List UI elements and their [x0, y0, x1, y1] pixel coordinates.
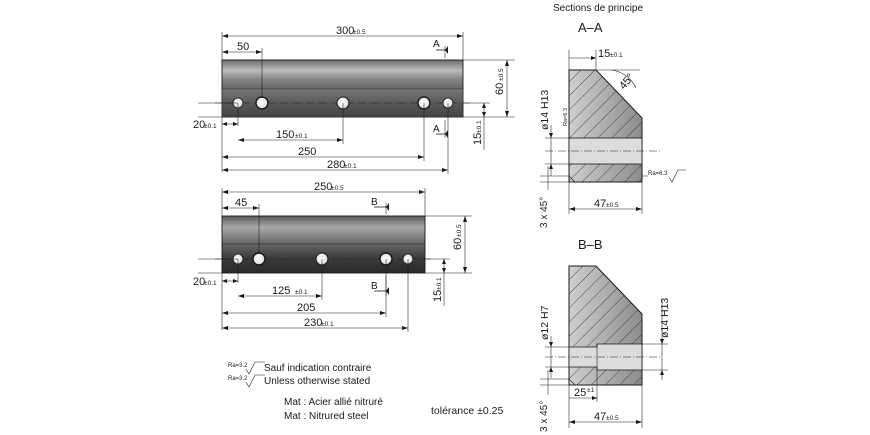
note-line-1: Sauf indication contraire	[264, 363, 372, 374]
bottom-tol-60: ±0.5	[456, 224, 463, 237]
ra-symbol-2-label: Ra=3.2	[228, 376, 248, 382]
bottom-tol-125: ±0.1	[295, 289, 308, 296]
bottom-dim-45: 45	[235, 197, 247, 209]
bottom-dim-20: 20	[193, 276, 205, 288]
tolerance-note: tolérance ±0.25	[431, 405, 503, 417]
section-bb-title: B–B	[578, 237, 603, 252]
bb-dim-47: 47	[594, 411, 606, 423]
bb-bore-right: ø14 H13	[659, 298, 671, 338]
section-bb-bore	[568, 343, 643, 371]
aa-tol-15: ±0.1	[610, 52, 623, 59]
bb-tol-47: ±0.5	[606, 415, 619, 422]
top-dim-60: 60	[494, 83, 506, 95]
section-aa-title: A–A	[578, 20, 603, 35]
cut-a-bottom: A	[433, 124, 440, 135]
bottom-dim-205: 205	[297, 302, 315, 314]
bottom-hole-2	[252, 252, 266, 266]
notes-block: Ra=3.2 Ra=3.2 Sauf indication contraire …	[228, 361, 503, 422]
top-dim-150: 150	[276, 129, 294, 141]
top-tol-15: ±0.1	[476, 120, 483, 133]
aa-tol-47: ±0.5	[606, 202, 619, 209]
roughness-symbol-2-icon	[245, 374, 265, 388]
section-aa: 15 ±0.1 45° ø14 H13 Ra=6.3 Ra=6.3 47 ±0.…	[539, 48, 686, 228]
bottom-tol-250: ±0.5	[331, 185, 344, 192]
bottom-dim-250: 250	[314, 181, 332, 193]
aa-chamfer: 3 x 45°	[539, 197, 550, 228]
material-en: Mat : Nitrured steel	[284, 411, 368, 422]
bb-chamfer: 3 x 45°	[539, 401, 550, 432]
bottom-dim-230: 230	[304, 317, 322, 329]
top-dim-250: 250	[298, 146, 316, 158]
roughness-symbol-1-icon	[245, 361, 265, 375]
aa-ra-right: Ra=6.3	[648, 171, 668, 177]
bottom-tol-230: ±0.1	[321, 321, 334, 328]
bottom-dim-60: 60	[452, 238, 464, 250]
top-view: 300 ±0.5 50 A 60 ±0.5 15 ±0.1 A	[193, 25, 515, 174]
bb-dim-25: 25	[574, 387, 586, 399]
aa-dim-15: 15	[598, 48, 610, 60]
top-tol-150: ±0.1	[295, 133, 308, 140]
ra-symbol-1-label: Ra=3.2	[228, 363, 248, 369]
top-tol-60: ±0.5	[498, 68, 505, 81]
section-aa-bore	[568, 137, 643, 165]
top-dim-15: 15	[472, 133, 484, 145]
bottom-dim-125: 125	[272, 285, 290, 297]
top-hole-2	[255, 96, 269, 110]
top-dim-50: 50	[237, 41, 249, 53]
top-tol-300: ±0.5	[353, 29, 366, 36]
top-dim-300: 300	[336, 25, 354, 37]
note-line-2: Unless otherwise stated	[264, 376, 370, 387]
section-bb: ø12 H7 ø14 H13 25 ±1 47 ±0.5 3 x 45°	[539, 265, 671, 432]
bottom-dim-15: 15	[432, 290, 444, 302]
bottom-tol-15: ±0.1	[436, 277, 443, 290]
bottom-view: 250 ±0.5 45 B 60 ±0.5 15 ±0.1 B	[193, 181, 472, 332]
aa-bore: ø14 H13	[539, 90, 551, 130]
aa-roughness-icon	[668, 169, 686, 183]
aa-ra-left: Ra=6.3	[563, 108, 569, 126]
bb-tol-25: ±1	[587, 387, 595, 394]
cut-b-bottom: B	[371, 281, 378, 292]
top-dim-280: 280	[327, 159, 345, 171]
top-tol-280: ±0.1	[344, 163, 357, 170]
sections-title: Sections de principe	[553, 3, 643, 14]
top-dim-20: 20	[193, 119, 205, 131]
bb-bore-left: ø12 H7	[539, 305, 551, 340]
bottom-tol-20: ±0.1	[204, 280, 217, 287]
cut-b-top: B	[371, 197, 378, 208]
aa-angle-45: 45°	[617, 71, 637, 91]
cut-a-top: A	[433, 39, 440, 50]
aa-dim-47: 47	[594, 198, 606, 210]
material-fr: Mat : Acier allié nitruré	[284, 397, 383, 408]
top-tol-20: ±0.1	[204, 123, 217, 130]
